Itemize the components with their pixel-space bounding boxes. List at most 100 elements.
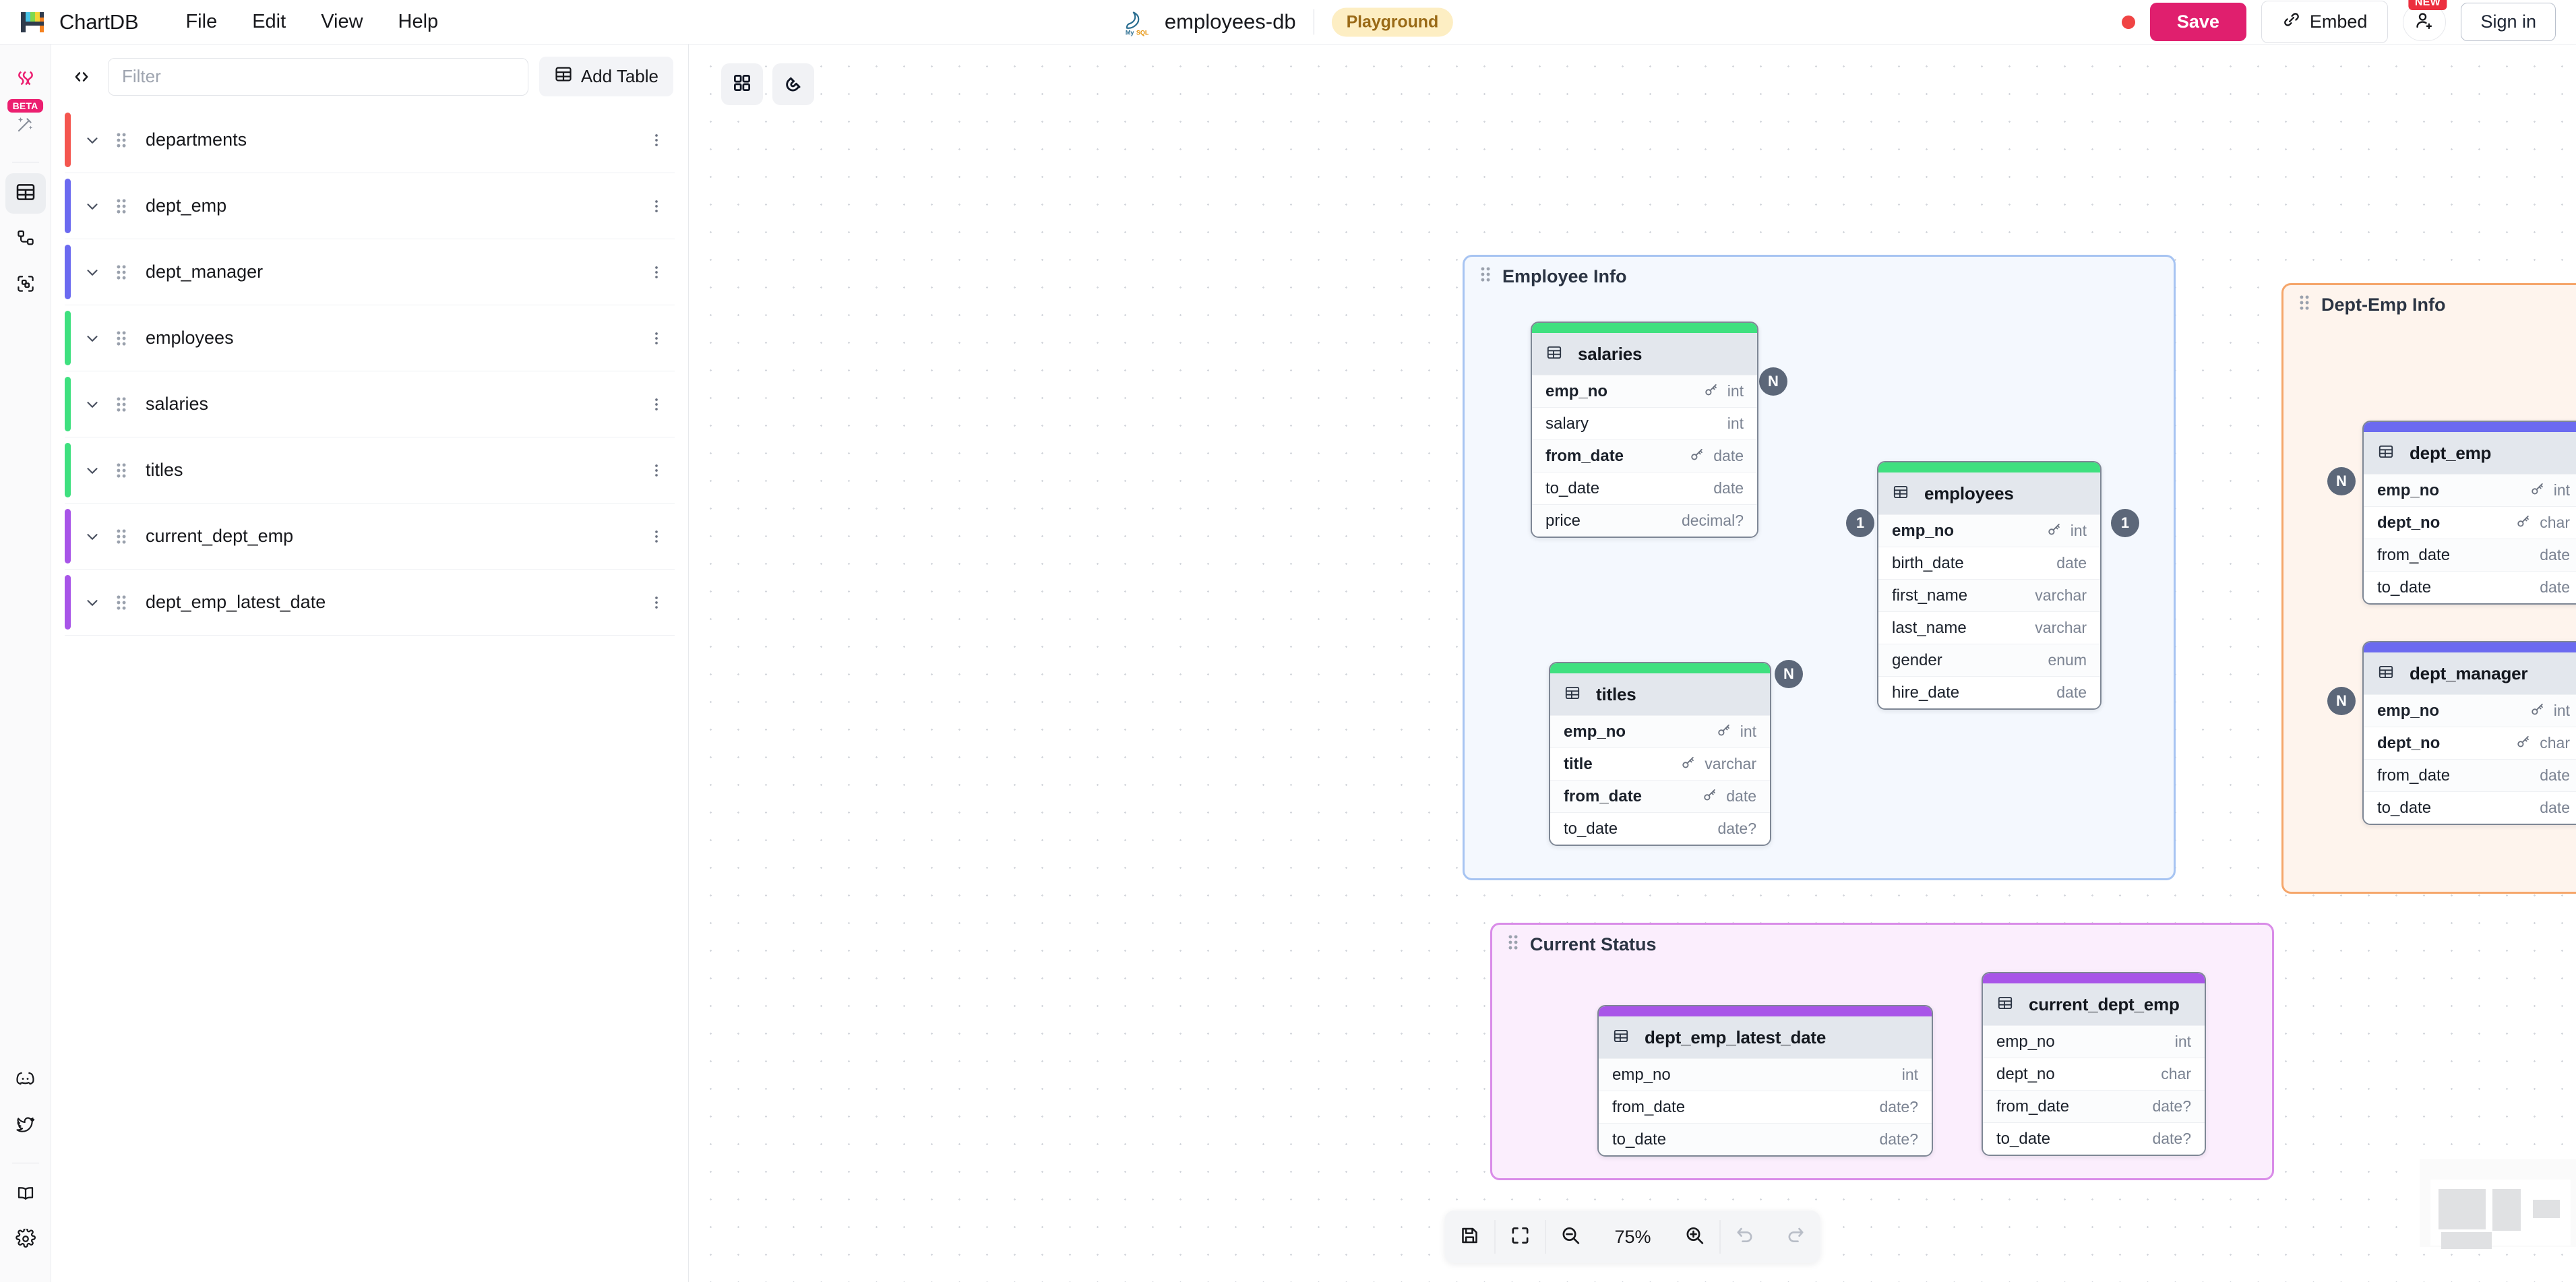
menu-edit[interactable]: Edit bbox=[252, 11, 286, 32]
more-options-icon[interactable] bbox=[638, 330, 675, 347]
table-node-header[interactable]: dept_emp_latest_date bbox=[1599, 1016, 1932, 1058]
rail-item-areas[interactable] bbox=[5, 265, 46, 305]
table-node-header[interactable]: titles bbox=[1550, 673, 1770, 715]
rail-item-relationships[interactable] bbox=[5, 219, 46, 260]
grid-toggle-button[interactable] bbox=[721, 63, 763, 105]
table-node-header[interactable]: current_dept_emp bbox=[1983, 983, 2205, 1025]
chevron-down-icon[interactable] bbox=[80, 131, 105, 149]
table-list-item[interactable]: departments bbox=[65, 107, 675, 173]
chevron-down-icon[interactable] bbox=[80, 197, 105, 215]
menu-file[interactable]: File bbox=[185, 11, 218, 32]
rail-item-discord[interactable] bbox=[5, 1060, 46, 1101]
table-node-header[interactable]: dept_emp bbox=[2364, 432, 2576, 474]
redo-button[interactable] bbox=[1771, 1211, 1820, 1263]
chevron-down-icon[interactable] bbox=[80, 264, 105, 281]
save-button[interactable]: Save bbox=[2149, 3, 2246, 41]
table-node-header[interactable]: salaries bbox=[1532, 333, 1757, 375]
more-options-icon[interactable] bbox=[638, 462, 675, 479]
drag-handle-icon[interactable] bbox=[1478, 266, 1493, 288]
more-options-icon[interactable] bbox=[638, 396, 675, 413]
drag-handle-icon[interactable] bbox=[109, 528, 133, 545]
zoom-level-label[interactable]: 75% bbox=[1614, 1226, 1651, 1247]
toolbar-save-button[interactable] bbox=[1445, 1211, 1495, 1263]
rail-item-tables[interactable] bbox=[5, 173, 46, 214]
rail-item-twitter[interactable] bbox=[5, 1106, 46, 1147]
drag-handle-icon[interactable] bbox=[2297, 294, 2312, 316]
database-name[interactable]: employees-db bbox=[1164, 9, 1296, 34]
filter-input[interactable] bbox=[108, 57, 528, 96]
more-options-icon[interactable] bbox=[638, 197, 675, 215]
rail-item-settings[interactable] bbox=[5, 1220, 46, 1260]
chevron-down-icon[interactable] bbox=[80, 462, 105, 479]
drag-handle-icon[interactable] bbox=[109, 594, 133, 611]
embed-button[interactable]: Embed bbox=[2261, 1, 2389, 43]
rail-item-ai-magic[interactable]: BETA bbox=[5, 99, 46, 146]
table-list-item[interactable]: employees bbox=[65, 305, 675, 371]
chevron-down-icon[interactable] bbox=[80, 528, 105, 545]
share-user-button[interactable]: NEW bbox=[2403, 0, 2447, 41]
table-list-item[interactable]: dept_emp bbox=[65, 173, 675, 239]
more-options-icon[interactable] bbox=[638, 528, 675, 545]
rail-item-docs[interactable] bbox=[5, 1174, 46, 1215]
table-list-item[interactable]: current_dept_emp bbox=[65, 503, 675, 570]
drag-handle-icon[interactable] bbox=[1506, 934, 1521, 956]
drag-handle-icon[interactable] bbox=[109, 330, 133, 347]
more-options-icon[interactable] bbox=[638, 594, 675, 611]
table-list-item[interactable]: dept_emp_latest_date bbox=[65, 570, 675, 636]
zoom-in-button[interactable] bbox=[1670, 1211, 1720, 1263]
fit-to-screen-button[interactable] bbox=[1496, 1211, 1545, 1263]
chevron-down-icon[interactable] bbox=[80, 594, 105, 611]
minimap[interactable] bbox=[2420, 1159, 2576, 1249]
table-node-header[interactable]: dept_manager bbox=[2364, 652, 2576, 694]
more-options-icon[interactable] bbox=[638, 131, 675, 149]
drag-handle-icon[interactable] bbox=[109, 264, 133, 281]
drag-handle-icon[interactable] bbox=[109, 462, 133, 479]
table-node-header[interactable]: employees bbox=[1878, 472, 2100, 514]
chevron-down-icon[interactable] bbox=[80, 330, 105, 347]
sign-in-button[interactable]: Sign in bbox=[2461, 3, 2556, 41]
undo-button[interactable] bbox=[1721, 1211, 1771, 1263]
snap-to-grid-button[interactable] bbox=[772, 63, 814, 105]
drag-handle-icon[interactable] bbox=[109, 396, 133, 413]
zoom-out-button[interactable] bbox=[1546, 1211, 1596, 1263]
table-list-item[interactable]: titles bbox=[65, 437, 675, 503]
rail-item-dbml-editor[interactable] bbox=[5, 59, 46, 100]
collapse-panel-button[interactable] bbox=[66, 61, 97, 92]
table-list-item[interactable]: dept_manager bbox=[65, 239, 675, 305]
add-table-button[interactable]: Add Table bbox=[539, 57, 673, 96]
more-options-icon[interactable] bbox=[638, 264, 675, 281]
drag-handle-icon[interactable] bbox=[109, 131, 133, 149]
